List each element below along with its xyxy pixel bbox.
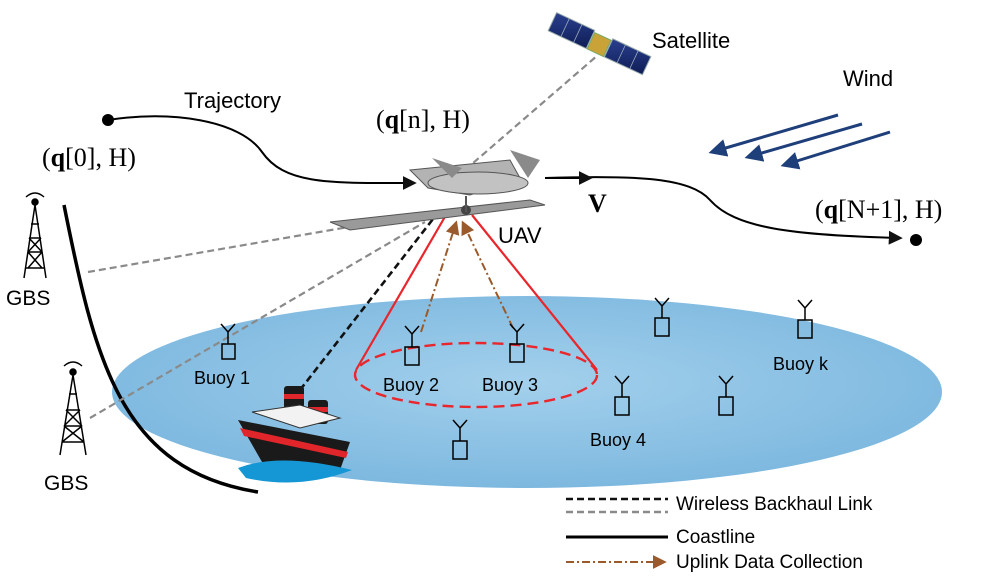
buoy-icons — [220, 297, 813, 460]
legend: Wireless Backhaul Link Coastline Uplink … — [566, 494, 873, 573]
buoy-2-icon — [404, 325, 420, 366]
buoy-5-icon — [654, 297, 670, 337]
satellite-icon — [547, 11, 652, 76]
wind-arrows — [708, 113, 891, 170]
start-point-label: (q[0], H) — [42, 143, 136, 172]
gbs-tower-top-icon — [23, 192, 47, 279]
buoy-6-icon — [718, 375, 734, 416]
coastline — [62, 204, 259, 494]
legend-backhaul-label: Wireless Backhaul Link — [676, 494, 873, 515]
ship-backhaul-link — [298, 209, 442, 391]
buoy-7-icon — [452, 419, 468, 460]
satellite-label: Satellite — [652, 28, 730, 53]
buoy-1-icon — [220, 323, 236, 360]
uav-label: UAV — [498, 223, 542, 248]
uplink-arrows — [420, 220, 514, 333]
current-point-label: (q[n], H) — [376, 105, 470, 134]
buoy-4-label: Buoy 4 — [590, 430, 646, 450]
uav-trajectory-continued — [544, 176, 903, 245]
buoy-k-label: Buoy k — [773, 354, 829, 374]
gbs-top-label: GBS — [6, 287, 50, 310]
buoy-k-icon — [797, 299, 813, 339]
buoy-3-icon — [509, 323, 525, 363]
start-point — [102, 114, 114, 126]
gbs-tower-bottom-icon — [59, 361, 87, 456]
end-point-label: (q[N+1], H) — [815, 195, 942, 224]
buoy-4-icon — [614, 375, 630, 416]
ship-icon — [238, 386, 352, 483]
wind-label: Wind — [843, 66, 893, 91]
end-point — [910, 234, 922, 246]
buoy-2-label: Buoy 2 — [383, 375, 439, 395]
buoy-3-label: Buoy 3 — [482, 375, 538, 395]
trajectory-label: Trajectory — [184, 88, 281, 113]
buoy-1-label: Buoy 1 — [194, 368, 250, 388]
gbs-bottom-label: GBS — [44, 472, 88, 495]
velocity-label: V — [588, 189, 607, 218]
legend-uplink-label: Uplink Data Collection — [676, 552, 863, 573]
uav-icon — [329, 150, 546, 231]
uav-trajectory — [107, 115, 417, 191]
legend-coastline-label: Coastline — [676, 527, 755, 548]
coverage-cone — [353, 214, 599, 409]
